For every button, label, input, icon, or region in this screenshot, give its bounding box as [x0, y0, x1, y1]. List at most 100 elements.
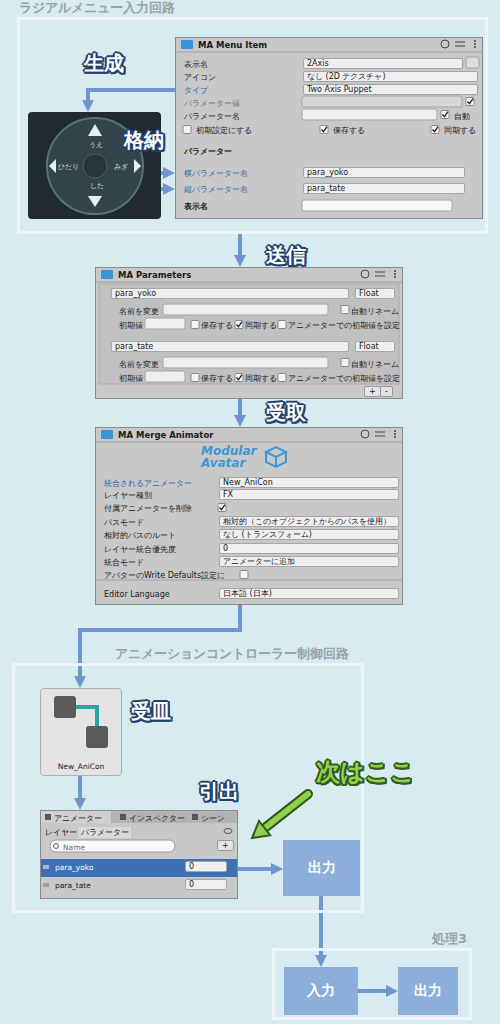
- header-divider: [96, 52, 482, 580]
- node-text: para_tate: [111, 341, 349, 352]
- node-text: 相対的パスのルート: [104, 530, 176, 541]
- animator-window: [54, 844, 59, 849]
- animator-window: [43, 866, 49, 868]
- connector-arrow: [88, 90, 175, 104]
- input-field: [466, 57, 479, 68]
- checkbox: [183, 98, 474, 579]
- node-text: パラメーター名: [184, 111, 240, 122]
- node-text: 表示名: [184, 59, 208, 70]
- edge-label: 受取: [266, 400, 306, 424]
- radial-puppet: [134, 159, 141, 173]
- animator-window: [41, 811, 237, 886]
- connector-arrow: [358, 989, 390, 993]
- panel-header-icon: [101, 430, 113, 439]
- animator-window: [41, 811, 111, 823]
- node-text: 保存する: [333, 125, 365, 136]
- connector-arrow: [78, 776, 82, 802]
- panel-node: MA Merge AnimatorModular Avatar統合されるアニメー…: [95, 427, 403, 605]
- node-text: 同期する: [444, 125, 476, 136]
- logo-box: [266, 447, 286, 467]
- menu-dots: [474, 46, 476, 48]
- node-text: パスモード: [104, 517, 144, 528]
- node-text: para_yoko: [303, 167, 465, 178]
- box-node: 出力: [398, 967, 458, 1015]
- node-text: para_yoko: [111, 288, 349, 299]
- node-text: アバターのWrite Defaults設定に: [104, 570, 225, 581]
- connector-arrow: [238, 399, 242, 419]
- connector-arrow: [80, 605, 240, 680]
- box-node: 入力: [284, 967, 358, 1015]
- node-text: インスペクター: [129, 813, 185, 824]
- box-node: 出力: [283, 840, 360, 896]
- connector-arrow: [161, 171, 167, 175]
- node-text: ラジアルメニュー入力回路: [19, 0, 175, 15]
- animator-window: [41, 859, 237, 877]
- node-text: 初期値: [119, 320, 143, 331]
- node-text: レイヤー: [45, 827, 77, 838]
- node-text: 保存する: [201, 373, 233, 384]
- node-text: 横パラメーター名: [184, 168, 248, 179]
- node-text: 同期する: [245, 320, 277, 331]
- node-text: アニメーションコントローラー制御回路: [115, 646, 349, 661]
- input-field: [145, 371, 185, 382]
- input-field: [99, 284, 399, 384]
- node-text: para_tate: [55, 880, 91, 891]
- checkmark: [220, 99, 474, 510]
- pointer-arrow: [266, 794, 308, 827]
- node-text: 同期する: [245, 373, 277, 384]
- animator-window: [50, 840, 175, 852]
- node-text: Float: [355, 288, 395, 299]
- node-text: Modular Avatar: [201, 445, 263, 469]
- node-text: アニメーターでの初期値を設定: [288, 373, 400, 384]
- node-text: なし (トランスフォーム): [219, 529, 399, 540]
- callout-label: 次はここ: [316, 758, 415, 786]
- edge-label: 送信: [266, 243, 306, 267]
- logo-box: [266, 447, 286, 467]
- panel-header-icon: [101, 270, 113, 279]
- animator-window: [192, 814, 198, 820]
- node-text: レイヤー統合優先度: [104, 544, 176, 555]
- animator-window: [224, 829, 232, 834]
- node-text: FX: [219, 489, 399, 500]
- node-text: アニメーターでの初期値を設定: [288, 320, 400, 331]
- panel-header-tool: [375, 432, 385, 436]
- edge-label: 生成: [84, 51, 124, 75]
- node-text: 処理3: [432, 931, 467, 946]
- node-text: 統合モード: [104, 557, 144, 568]
- node-text: 自動: [454, 111, 470, 122]
- pointer-arrow: [266, 794, 308, 827]
- menu-dots: [394, 270, 396, 272]
- controller-icon: [54, 696, 108, 748]
- node-text: 出力: [414, 982, 442, 1000]
- node-text: 保存する: [201, 320, 233, 331]
- panel-header-tool: [361, 430, 369, 438]
- connector-arrow: [161, 187, 167, 191]
- panel-header-tool: [375, 272, 385, 276]
- panel-header-icon: [181, 40, 193, 49]
- node-text: +: [364, 386, 381, 397]
- radial-puppet: [83, 154, 107, 178]
- node-text: 0: [219, 543, 399, 554]
- node-text: 縦パラメーター名: [184, 184, 248, 195]
- input-field: [99, 57, 479, 384]
- node-text: Two Axis Puppet: [303, 84, 478, 95]
- animator-window: [45, 814, 51, 820]
- node-text: 表示名: [184, 201, 208, 212]
- node-text: MA Merge Animator: [118, 430, 213, 441]
- node-text: MA Parameters: [118, 270, 191, 281]
- node-text: した: [90, 182, 104, 190]
- node-text: 名前を変更: [119, 359, 159, 370]
- node-text: 自動リネーム: [351, 359, 399, 370]
- controller-icon: [54, 696, 76, 718]
- input-field: [302, 109, 437, 120]
- menu-dots: [394, 430, 396, 432]
- radial-puppet: [49, 159, 56, 173]
- icon-node: 受皿New_AniCon: [40, 688, 122, 776]
- node-text: 日本語 (日本): [219, 588, 399, 599]
- input-field: [145, 318, 185, 329]
- animator-window: [120, 814, 126, 820]
- animator-window: [41, 811, 237, 823]
- controller-icon: [76, 707, 97, 726]
- header-divider: [96, 52, 482, 580]
